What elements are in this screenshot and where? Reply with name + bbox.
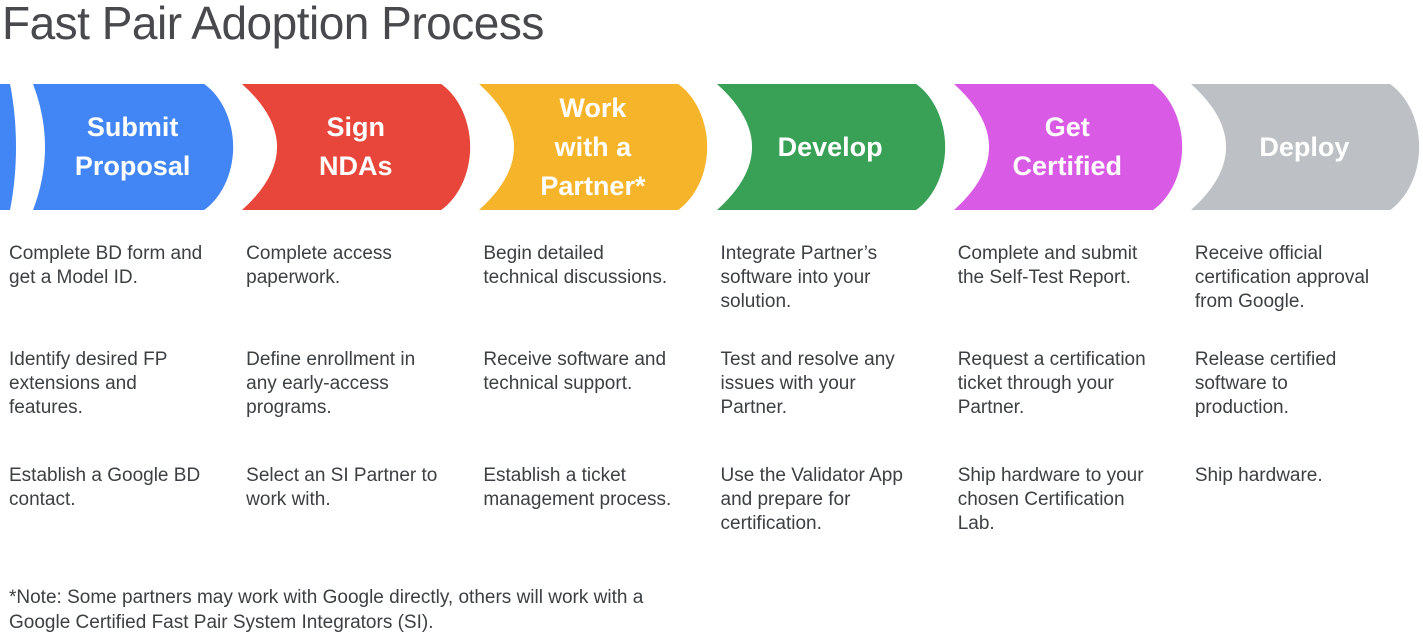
task-row-2: Identify desired FP extensions and featu…: [0, 348, 1423, 420]
step-banner-submit-proposal: Submit Proposal: [0, 84, 237, 210]
task-row-3: Establish a Google BD contact. Select an…: [0, 464, 1423, 536]
footnote: *Note: Some partners may work with Googl…: [9, 587, 644, 632]
task-text: Request a certification ticket through y…: [957, 349, 1146, 418]
task-text: Establish a ticket management process.: [483, 465, 672, 510]
banner-body-shape: [1190, 84, 1420, 210]
task-text: Integrate Partner’s software into your s…: [720, 243, 878, 312]
banner-body-shape: [716, 84, 945, 210]
banner-shape-svg: [1190, 84, 1420, 210]
step-label: Submit Proposal: [74, 112, 191, 181]
task-text: Release certified software to production…: [1194, 349, 1337, 418]
banner-body-shape: [479, 84, 708, 210]
banner-body-shape: [953, 84, 1182, 210]
task-text: Complete BD form and get a Model ID.: [9, 243, 203, 288]
task-text: Receive software and technical support.: [483, 349, 667, 394]
banner-shape-svg: [953, 84, 1182, 210]
banner-body-shape: [242, 84, 471, 210]
banner-leading-sliver-shape: [0, 84, 17, 210]
task-row-1: Complete BD form and get a Model ID. Com…: [0, 242, 1423, 314]
step-banner-deploy: Deploy: [1186, 84, 1423, 210]
banner-shape-svg: [716, 84, 945, 210]
task-text: Identify desired FP extensions and featu…: [9, 349, 168, 418]
page-title: Fast Pair Adoption Process: [2, 0, 544, 49]
step-banner-develop: Develop: [712, 84, 949, 210]
task-text: Complete access paperwork.: [246, 243, 392, 288]
task-text: Use the Validator App and prepare for ce…: [720, 465, 903, 534]
step-banner-work-with-a-partner: Work with a Partner*: [474, 84, 711, 210]
step-label: Sign NDAs: [319, 112, 393, 181]
step-label: Develop: [777, 131, 883, 162]
task-text: Receive official certification approval …: [1194, 243, 1370, 312]
step-label: Work with a Partner*: [540, 92, 646, 201]
banner-shape-svg: [479, 84, 708, 210]
banner-shape-svg: [242, 84, 471, 210]
task-text: Ship hardware to your chosen Certificati…: [957, 465, 1144, 534]
banner-body-shape: [33, 84, 234, 210]
task-text: Test and resolve any issues with your Pa…: [720, 349, 895, 418]
step-label: Deploy: [1259, 131, 1350, 162]
task-text: Establish a Google BD contact.: [9, 465, 201, 510]
step-banner-sign-ndas: Sign NDAs: [237, 84, 474, 210]
process-step-banners: Submit Proposal Sign NDAs Work with a Pa…: [0, 84, 1423, 210]
task-text: Ship hardware.: [1194, 465, 1323, 486]
task-text: Define enrollment in any early-access pr…: [246, 349, 416, 418]
banner-shape-svg: [0, 84, 234, 210]
task-text: Select an SI Partner to work with.: [246, 465, 438, 510]
step-label: Get Certified: [1012, 112, 1123, 181]
task-text: Complete and submit the Self-Test Report…: [957, 243, 1138, 288]
task-text: Begin detailed technical discussions.: [483, 243, 668, 288]
step-banner-get-certified: Get Certified: [949, 84, 1186, 210]
